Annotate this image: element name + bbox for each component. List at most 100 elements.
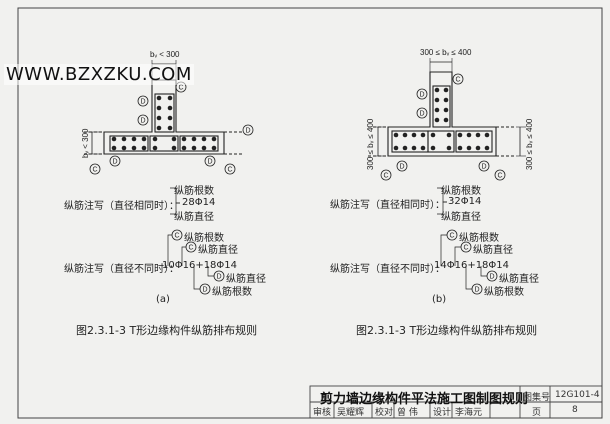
rebar-dot xyxy=(466,145,472,151)
marker-c xyxy=(452,73,464,85)
marker-d-letter: D xyxy=(216,274,221,281)
marker-d-letter: D xyxy=(245,128,250,135)
figure-a-c-count: 纵筋根数 xyxy=(184,233,224,244)
rebar-dot xyxy=(484,132,490,138)
marker-c xyxy=(171,229,183,241)
rebar-dot xyxy=(141,145,147,151)
figure-b-stem-hoop xyxy=(432,85,451,128)
figure-a-c-dia: 纵筋直径 xyxy=(198,245,238,256)
titleblock-page-label: 页 xyxy=(532,408,542,418)
marker-c-letter: C xyxy=(174,233,179,240)
figure-a-sublabel: (a) xyxy=(156,294,170,305)
marker-c xyxy=(380,169,392,181)
marker-d-letter: D xyxy=(207,159,212,166)
figure-a-note-same-label: 纵筋注写（直径相同时）： xyxy=(64,201,179,212)
rebar-dot xyxy=(446,132,452,138)
rebar-dot xyxy=(152,145,158,151)
rebar-dot xyxy=(131,145,137,151)
figure-b-note-diff-value: 14Φ16+18Φ14 xyxy=(434,260,510,271)
figure-b-flange-right-hoop xyxy=(455,130,493,153)
figure-a-dim-side: bᵥ < 300 xyxy=(81,128,90,158)
marker-c xyxy=(185,241,197,253)
rebar-dot xyxy=(131,136,137,142)
titleblock-check-label: 校对 xyxy=(375,408,394,418)
titleblock-designer: 李海元 xyxy=(455,408,483,418)
figure-b-c-dia: 纵筋直径 xyxy=(473,245,513,256)
figure-a-leaders xyxy=(167,187,214,290)
figure-b-dim-top: 300 ≤ bᵥ ≤ 400 xyxy=(420,48,472,57)
rebar-dot xyxy=(201,145,207,151)
figure-b-dim-side-left: 300 ≤ bᵥ ≤ 400 xyxy=(366,118,375,170)
figure-a-stem-hoop xyxy=(154,93,175,133)
titleblock-review-label: 审核 xyxy=(313,408,332,418)
figure-b-sublabel: (b) xyxy=(432,294,447,305)
marker-c-letter: C xyxy=(383,173,388,180)
figure-b-note-markers xyxy=(446,229,498,295)
marker-d xyxy=(213,270,225,282)
marker-c-letter: C xyxy=(449,233,454,240)
rebar-dot xyxy=(420,145,426,151)
rebar-dot xyxy=(466,132,472,138)
figure-b-caption: 图2.3.1-3 T形边缘构件纵筋排布规则 xyxy=(356,324,538,337)
marker-d xyxy=(137,114,149,126)
marker-d xyxy=(416,88,428,100)
figure-a-d-dia: 纵筋直径 xyxy=(226,274,266,285)
rebar-dot xyxy=(111,145,117,151)
rebar-dot xyxy=(156,95,162,101)
rebar-dot xyxy=(434,97,440,103)
rebar-dot xyxy=(434,117,440,123)
rebar-dot xyxy=(211,145,217,151)
figure-a-dim-top: bᵥ < 300 xyxy=(150,50,180,59)
rebar-dot xyxy=(420,132,426,138)
figure-b-outline xyxy=(387,71,497,157)
watermark-text: WWW.BZXZKU.COM xyxy=(4,64,194,85)
rebar-dot xyxy=(152,136,158,142)
figure-a-note-diff-label: 纵筋注写（直径不同时）： xyxy=(64,264,179,275)
rebar-dot xyxy=(167,105,173,111)
rebar-dot xyxy=(201,136,207,142)
figure-a-outline xyxy=(103,79,225,155)
marker-c xyxy=(446,229,458,241)
marker-c xyxy=(89,163,101,175)
marker-d xyxy=(471,283,483,295)
marker-c-letter: C xyxy=(92,167,97,174)
titleblock-reviewer: 吴耀辉 xyxy=(337,408,365,418)
rebar-dot xyxy=(411,132,417,138)
rebar-dot xyxy=(181,136,187,142)
titleblock-checker: 曾 伟 xyxy=(397,408,418,418)
figure-b-markers xyxy=(380,73,506,181)
figure-a-core-hoop xyxy=(149,135,179,152)
marker-c xyxy=(460,241,472,253)
titleblock-frame xyxy=(309,385,603,419)
rebar-dot xyxy=(156,125,162,131)
marker-d xyxy=(416,107,428,119)
marker-d xyxy=(204,155,216,167)
figure-b-leaders xyxy=(437,187,487,290)
rebar-dot xyxy=(475,145,481,151)
marker-d-letter: D xyxy=(140,118,145,125)
marker-d xyxy=(137,95,149,107)
figure-a-note-markers xyxy=(171,229,225,295)
titleblock-page-no: 8 xyxy=(572,405,578,415)
marker-c xyxy=(224,163,236,175)
rebar-dot xyxy=(191,136,197,142)
rebar-dot xyxy=(156,115,162,121)
rebar-dot xyxy=(430,145,436,151)
rebar-dot xyxy=(141,136,147,142)
figure-a-marker-letters: C D D D D C D C xyxy=(92,85,250,174)
figure-a-note-diff-value: 10Φ16+18Φ14 xyxy=(162,260,238,271)
rebar-dot xyxy=(484,145,490,151)
marker-c-letter: C xyxy=(455,77,460,84)
figure-b-callout-count: 纵筋根数 xyxy=(441,186,481,197)
figure-b-core-hoop xyxy=(427,130,455,153)
figure-a-markers xyxy=(89,81,254,175)
rebar-dot xyxy=(171,136,177,142)
marker-d xyxy=(396,160,408,172)
marker-d xyxy=(478,160,490,172)
figure-a-flange-right-hoop xyxy=(179,135,219,152)
marker-d-letter: D xyxy=(202,287,207,294)
figure-b-c-count: 纵筋根数 xyxy=(459,233,499,244)
figure-b-note-same-label: 纵筋注写（直径相同时）： xyxy=(330,200,445,211)
figure-b xyxy=(368,58,526,157)
